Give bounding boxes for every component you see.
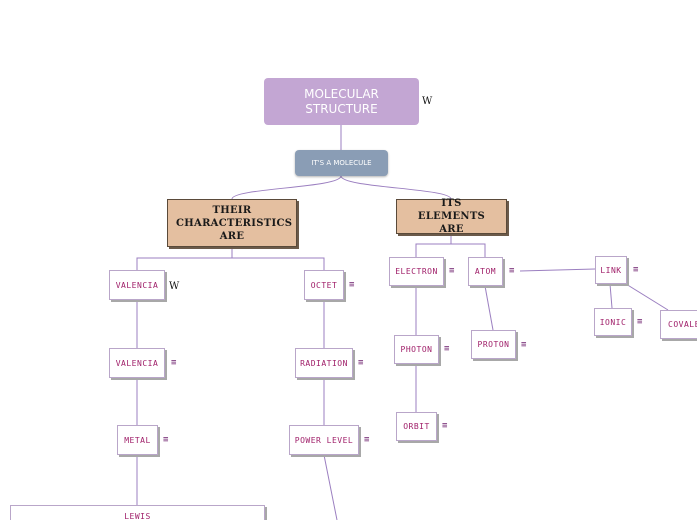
node-covalent[interactable]: COVALE <box>660 310 697 339</box>
note-icon[interactable]: ≡ <box>637 317 643 327</box>
node-valencia-1[interactable]: VALENCIA <box>109 270 165 300</box>
node-power-level-label: POWER LEVEL <box>294 435 354 445</box>
branch-characteristics[interactable]: THEIR CHARACTERISTICS ARE <box>167 199 297 247</box>
note-icon[interactable]: ≡ <box>349 280 355 290</box>
node-octet-label: OCTET <box>310 280 338 290</box>
node-photon[interactable]: PHOTON <box>394 335 439 364</box>
node-proton[interactable]: PROTON <box>471 330 516 359</box>
note-icon[interactable]: ≡ <box>171 358 177 368</box>
note-icon[interactable]: ≡ <box>442 421 448 431</box>
node-electron[interactable]: ELECTRON <box>389 257 444 286</box>
branch-elements[interactable]: ITS ELEMENTS ARE <box>396 198 507 235</box>
note-icon[interactable]: ≡ <box>358 358 364 368</box>
root-node-label: MOLECULAR STRUCTURE <box>304 86 379 116</box>
note-icon[interactable]: ≡ <box>444 344 450 354</box>
node-atom-label: ATOM <box>474 267 497 276</box>
note-icon[interactable]: ≡ <box>449 266 455 276</box>
node-metal-label: METAL <box>124 435 151 445</box>
connector-char-children <box>136 247 325 270</box>
connector-elements-children <box>415 234 486 257</box>
note-icon[interactable]: ≡ <box>364 435 370 445</box>
node-link-label: LINK <box>600 265 622 275</box>
subtopic-node[interactable]: IT'S A MOLECULE <box>295 150 388 176</box>
connector-sub-branches <box>231 175 342 200</box>
node-ionic[interactable]: IONIC <box>594 308 632 336</box>
node-valencia-1-label: VALENCIA <box>115 280 159 290</box>
note-icon[interactable]: ≡ <box>521 340 527 350</box>
note-icon[interactable]: ≡ <box>509 266 515 276</box>
connector-octet-chain <box>323 300 338 520</box>
node-power-level[interactable]: POWER LEVEL <box>289 425 359 455</box>
node-valencia-2-label: VALENCIA <box>115 358 159 368</box>
node-electron-label: ELECTRON <box>395 267 438 276</box>
connector-atom-link <box>519 268 596 272</box>
node-orbit[interactable]: ORBIT <box>396 412 437 441</box>
node-metal[interactable]: METAL <box>117 425 158 455</box>
connector-sub-elements <box>340 175 452 200</box>
root-node[interactable]: MOLECULAR STRUCTURE <box>264 78 419 125</box>
node-atom[interactable]: ATOM <box>468 257 503 286</box>
note-icon[interactable]: ≡ <box>633 265 639 275</box>
node-ionic-label: IONIC <box>599 317 627 327</box>
branch-characteristics-label: THEIR CHARACTERISTICS ARE <box>176 204 293 242</box>
connector-atom-proton <box>484 285 494 331</box>
node-photon-label: PHOTON <box>400 345 433 354</box>
node-lewis-label: LEWIS <box>124 512 151 520</box>
node-radiation[interactable]: RADIATION <box>295 348 353 378</box>
root-marker: W <box>422 96 433 107</box>
node-valencia-2[interactable]: VALENCIA <box>109 348 165 378</box>
node-lewis[interactable]: LEWIS <box>10 505 265 520</box>
connector-link-ionic <box>609 283 613 309</box>
node-radiation-label: RADIATION <box>300 358 348 368</box>
node-octet[interactable]: OCTET <box>304 270 344 300</box>
valencia-marker: W <box>169 281 180 292</box>
node-proton-label: PROTON <box>477 340 510 349</box>
subtopic-label: IT'S A MOLECULE <box>311 159 372 167</box>
node-covalent-label: COVALE <box>668 320 697 329</box>
note-icon[interactable]: ≡ <box>163 435 169 445</box>
connector-link-covalent <box>625 283 669 311</box>
node-orbit-label: ORBIT <box>403 422 430 431</box>
node-link[interactable]: LINK <box>595 256 627 284</box>
branch-elements-label: ITS ELEMENTS ARE <box>417 198 486 235</box>
